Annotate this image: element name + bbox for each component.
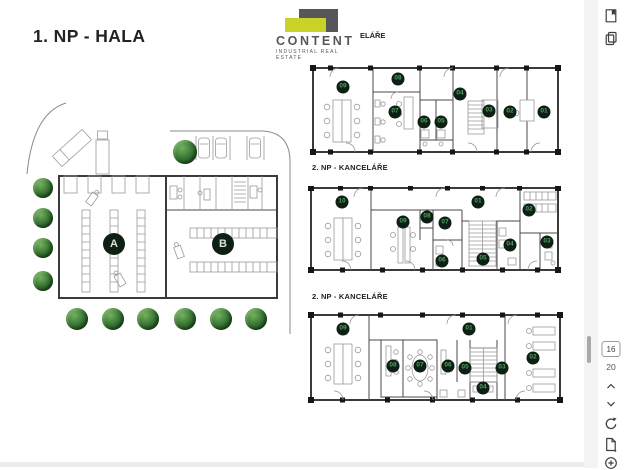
document-page: 1. NP - HALA CONTENT INDUSTRIAL REAL EST…: [0, 7, 584, 467]
copy-pages-button[interactable]: [604, 31, 618, 46]
page-title: 1. NP - HALA: [33, 26, 146, 46]
floor-plan-1-title-fragment: ELÁŘE: [360, 31, 386, 40]
floor-plan-3-title: 2. NP - KANCELÁŘE: [312, 292, 388, 301]
floor-plan-3-drawing: [308, 312, 563, 403]
copy-pages-icon: [605, 31, 617, 46]
vertical-scrollbar[interactable]: [584, 0, 598, 468]
page-total: 20: [606, 362, 616, 372]
page-number-input[interactable]: [601, 341, 621, 357]
logo-brand: CONTENT: [276, 34, 355, 48]
logo-mark-icon: [276, 7, 356, 33]
next-page-button[interactable]: [605, 398, 617, 410]
export-document-button[interactable]: [604, 437, 619, 453]
previous-page-button[interactable]: [605, 380, 617, 392]
bookmark-panel-button[interactable]: [604, 8, 618, 24]
rotate-button[interactable]: [604, 416, 619, 431]
rotate-clockwise-icon: [605, 417, 617, 430]
content-logo: CONTENT INDUSTRIAL REAL ESTATE: [276, 7, 356, 61]
page-bottom-edge: [0, 462, 584, 467]
scrollbar-thumb[interactable]: [587, 336, 591, 363]
viewer-toolbar: 20: [598, 0, 624, 469]
floor-plan-1-drawing: [310, 65, 561, 155]
floor-plan-2-drawing: [308, 186, 561, 273]
floor-plan-2-title: 2. NP - KANCELÁŘE: [312, 163, 388, 172]
logo-tagline: INDUSTRIAL REAL ESTATE: [276, 49, 339, 61]
logo-yellow-square: [285, 18, 326, 32]
bookmark-outline-icon: [605, 9, 617, 23]
document-export-icon: [606, 437, 617, 453]
site-plan-drawing: [26, 102, 291, 334]
chevron-down-icon: [607, 401, 615, 407]
chevron-up-icon: [607, 383, 615, 389]
